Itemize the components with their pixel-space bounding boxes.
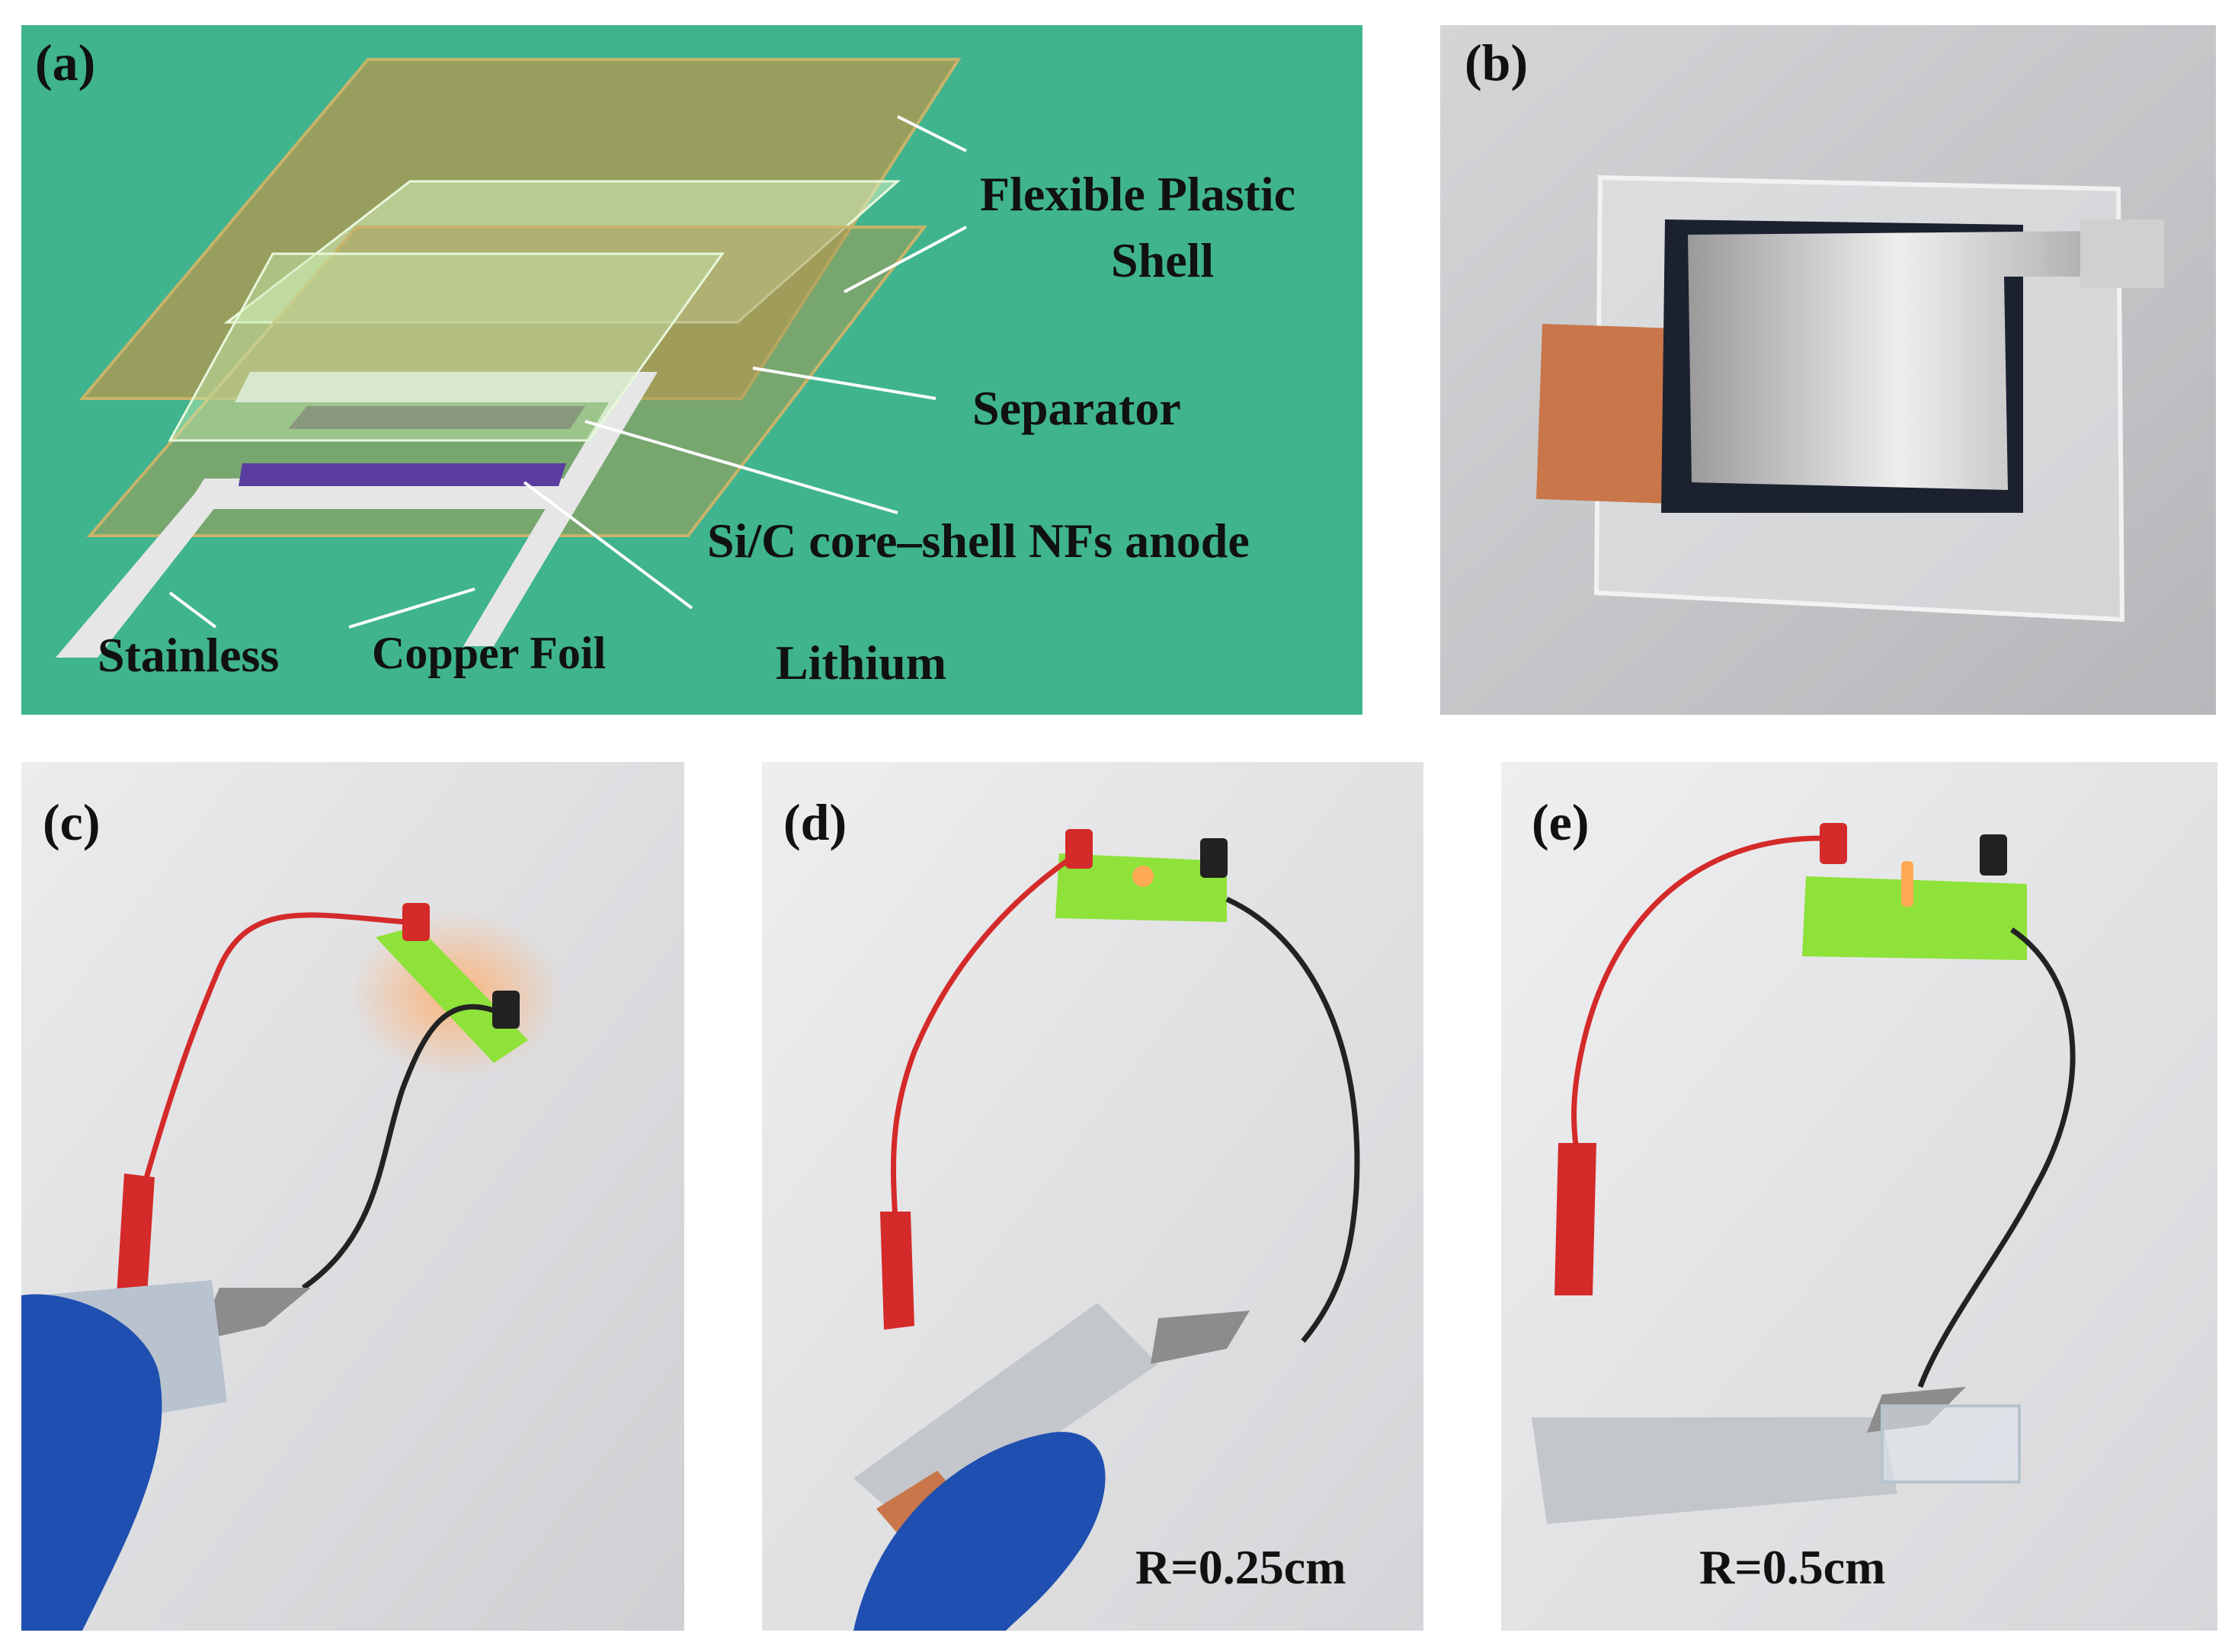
red-terminal: [1065, 829, 1093, 869]
red-clip: [880, 1212, 914, 1330]
panel-b-label: (b): [1465, 34, 1529, 91]
red-terminal: [402, 903, 430, 941]
red-clip: [117, 1173, 155, 1295]
metal-clip: [1151, 1311, 1250, 1364]
label-lithium: Lithium: [776, 636, 947, 690]
red-wire: [1571, 835, 1822, 1159]
red-wire: [891, 859, 1069, 1220]
black-terminal: [1200, 838, 1228, 878]
battery-layer-diagram: [56, 58, 967, 658]
black-terminal: [492, 991, 520, 1029]
led-holder: [1055, 853, 1227, 922]
rolled-cell: [853, 1303, 1158, 1532]
pouch-cell-illustration: [1440, 25, 2216, 715]
led-holder: [376, 926, 528, 1063]
panel-a-schematic: (a) Flexible Plastic Shell Separator Si/…: [21, 25, 1362, 715]
stainless-leg-left: [56, 482, 235, 658]
glass-tube: [1881, 1404, 2021, 1484]
label-anode: Si/C core–shell NFs anode: [707, 514, 1250, 568]
rolled-cell: [1532, 1417, 1897, 1524]
black-wire: [301, 1004, 503, 1290]
metal-clip: [197, 1288, 311, 1341]
panel-e-label: (e): [1532, 793, 1590, 851]
panel-e-photo: (e) R=0.5cm: [1501, 762, 2217, 1631]
separator-bottom: [168, 252, 725, 442]
stainless-frame-top: [235, 372, 642, 402]
copper-tab: [1536, 323, 1679, 504]
panel-c-label: (c): [43, 793, 101, 851]
panel-d-photo: (d) R=0.25cm: [762, 762, 1423, 1631]
panel-d-radius-caption: R=0.25cm: [1135, 1540, 1346, 1594]
demo-rolled-large-illustration: [1501, 762, 2217, 1631]
led: [1901, 861, 1913, 907]
panel-c-photo: (c): [21, 762, 684, 1631]
label-flexible-plastic-shell-line2: Shell: [1111, 233, 1215, 287]
label-flexible-plastic-shell-line1: Flexible Plastic: [980, 167, 1296, 221]
demo-rolled-small-illustration: [762, 762, 1423, 1631]
panel-d-label: (d): [783, 793, 847, 851]
aluminum-foil: [1688, 231, 2111, 490]
label-copper-foil: Copper Foil: [372, 628, 607, 678]
panel-e-radius-caption: R=0.5cm: [1699, 1540, 1886, 1594]
demo-flat-illustration: [21, 762, 684, 1631]
blue-glove: [21, 1294, 162, 1631]
panel-b-photo: (b): [1440, 25, 2216, 715]
black-terminal: [1980, 834, 2007, 876]
lithium-layer: [239, 463, 566, 486]
black-wire: [1225, 896, 1360, 1343]
aluminum-tab: [2080, 219, 2164, 288]
anode-layer: [288, 406, 585, 429]
leader-lines: [168, 115, 967, 629]
label-separator: Separator: [972, 381, 1181, 435]
led-holder: [1802, 876, 2027, 960]
black-wire: [1917, 927, 2076, 1388]
blue-glove: [853, 1432, 1106, 1631]
red-wire: [140, 912, 407, 1189]
label-stainless: Stainless: [98, 628, 280, 682]
red-clip: [1554, 1143, 1596, 1295]
panel-a-label: (a): [35, 34, 96, 91]
led: [1132, 866, 1154, 887]
red-terminal: [1820, 823, 1847, 864]
